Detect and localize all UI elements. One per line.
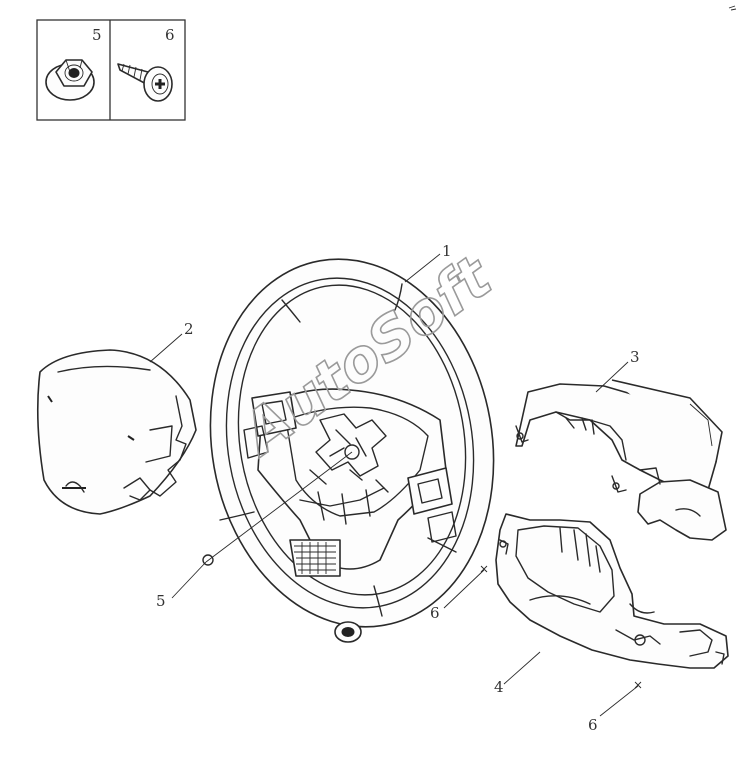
lower-column-shroud: [495, 513, 729, 669]
fastener-legend: 5 6: [36, 19, 186, 121]
screw-marker-left: [480, 565, 488, 573]
callout-2-airbag: 2: [184, 320, 194, 338]
tapping-screw-icon: [117, 63, 173, 102]
callout-6-screw-bottom: 6: [588, 716, 598, 734]
callout-4-lower-shroud: 4: [494, 678, 504, 696]
driver-airbag-module: [36, 349, 197, 515]
upper-column-shroud: [515, 379, 727, 541]
screw-marker-bottom: [634, 681, 642, 689]
callout-5-nut: 5: [156, 592, 166, 610]
callout-6-screw-left: 6: [430, 604, 440, 622]
flange-nut-icon: [45, 59, 95, 101]
nut-marker: [202, 554, 214, 566]
legend-number-nut: 5: [92, 26, 102, 44]
legend-number-screw: 6: [165, 26, 175, 44]
corner-mark: [728, 5, 737, 11]
callout-3-upper-shroud: 3: [630, 348, 640, 366]
callout-1-wheel: 1: [442, 242, 452, 260]
callout-leaders: [149, 253, 639, 717]
steering-wheel: [209, 258, 495, 643]
